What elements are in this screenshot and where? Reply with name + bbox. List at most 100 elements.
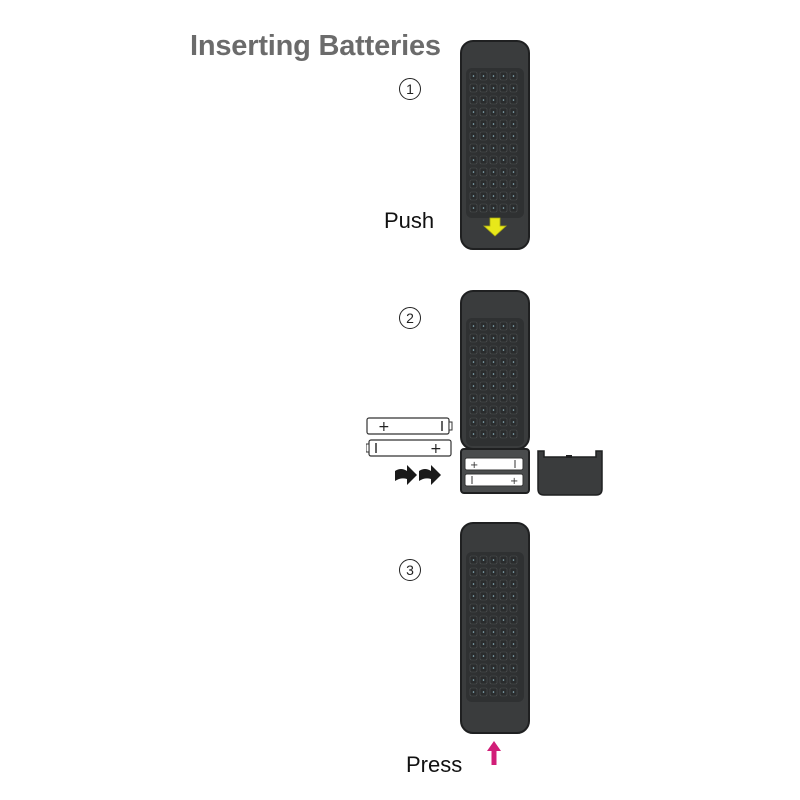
key-legend-dot [482,75,485,77]
key-legend-dot [502,655,505,657]
key-legend-dot [502,207,505,209]
key-legend-dot [482,171,485,173]
key-legend-dot [502,171,505,173]
key-legend-dot [472,361,475,363]
key-legend-dot [482,679,485,681]
key-legend-dot [482,691,485,693]
key-legend-dot [492,421,495,423]
arrow-right-icon [419,465,441,485]
key-legend-dot [502,583,505,585]
key-legend-dot [512,433,515,435]
svg-text:+: + [378,419,390,435]
key-legend-dot [492,111,495,113]
key-legend-dot [492,75,495,77]
key-legend-dot [502,571,505,573]
key-legend-dot [472,385,475,387]
key-legend-dot [512,147,515,149]
key-legend-dot [492,159,495,161]
key-legend-dot [502,325,505,327]
battery-top: + [366,417,453,435]
battery-cover [537,450,603,496]
key-legend-dot [512,135,515,137]
key-legend-dot [492,99,495,101]
key-legend-dot [502,75,505,77]
svg-text:+: + [430,441,442,457]
key-legend-dot [472,571,475,573]
key-legend-dot [502,691,505,693]
key-legend-dot [512,421,515,423]
key-legend-dot [472,691,475,693]
key-legend-dot [502,643,505,645]
key-legend-dot [482,373,485,375]
key-legend-dot [492,385,495,387]
key-legend-dot [492,433,495,435]
key-legend-dot [512,571,515,573]
key-legend-dot [492,195,495,197]
key-legend-dot [472,159,475,161]
key-legend-dot [472,195,475,197]
key-legend-dot [502,619,505,621]
key-legend-dot [502,87,505,89]
key-legend-dot [472,433,475,435]
key-legend-dot [512,361,515,363]
key-legend-dot [512,325,515,327]
installed-battery-1: + [464,457,524,471]
key-legend-dot [492,559,495,561]
key-legend-dot [512,619,515,621]
key-legend-dot [482,571,485,573]
key-legend-dot [512,583,515,585]
key-legend-dot [502,421,505,423]
key-legend-dot [502,409,505,411]
key-legend-dot [492,595,495,597]
key-legend-dot [502,595,505,597]
key-legend-dot [512,595,515,597]
key-legend-dot [472,373,475,375]
key-legend-dot [492,667,495,669]
key-legend-dot [512,87,515,89]
key-legend-dot [512,171,515,173]
key-legend-dot [492,361,495,363]
key-legend-dot [502,123,505,125]
key-legend-dot [492,325,495,327]
key-legend-dot [472,111,475,113]
key-legend-dot [482,619,485,621]
insert-arrows [395,465,441,485]
key-legend-dot [482,111,485,113]
key-legend-dot [502,159,505,161]
key-legend-dot [492,607,495,609]
key-legend-dot [482,87,485,89]
key-grid [469,71,518,213]
key-legend-dot [472,183,475,185]
key-legend-dot [492,337,495,339]
key-legend-dot [482,583,485,585]
key-legend-dot [512,123,515,125]
key-legend-dot [502,607,505,609]
step-number-2: 2 [399,307,421,329]
key-legend-dot [482,337,485,339]
key-legend-dot [492,655,495,657]
key-legend-dot [502,147,505,149]
key-legend-dot [492,183,495,185]
key-legend-dot [472,87,475,89]
key-legend-dot [472,409,475,411]
key-grid [469,555,518,697]
key-legend-dot [472,421,475,423]
key-legend-dot [472,75,475,77]
key-legend-dot [492,349,495,351]
key-legend-dot [502,373,505,375]
key-legend-dot [492,171,495,173]
remote-control-closed [460,40,530,250]
key-legend-dot [492,87,495,89]
key-legend-dot [482,421,485,423]
step-1-label: Push [384,208,435,233]
key-legend-dot [492,619,495,621]
key-legend-dot [512,373,515,375]
key-legend-dot [472,171,475,173]
key-legend-dot [472,607,475,609]
key-legend-dot [492,207,495,209]
step-number-3: 3 [399,559,421,581]
key-legend-dot [502,385,505,387]
key-legend-dot [472,643,475,645]
key-legend-dot [512,409,515,411]
key-legend-dot [502,667,505,669]
